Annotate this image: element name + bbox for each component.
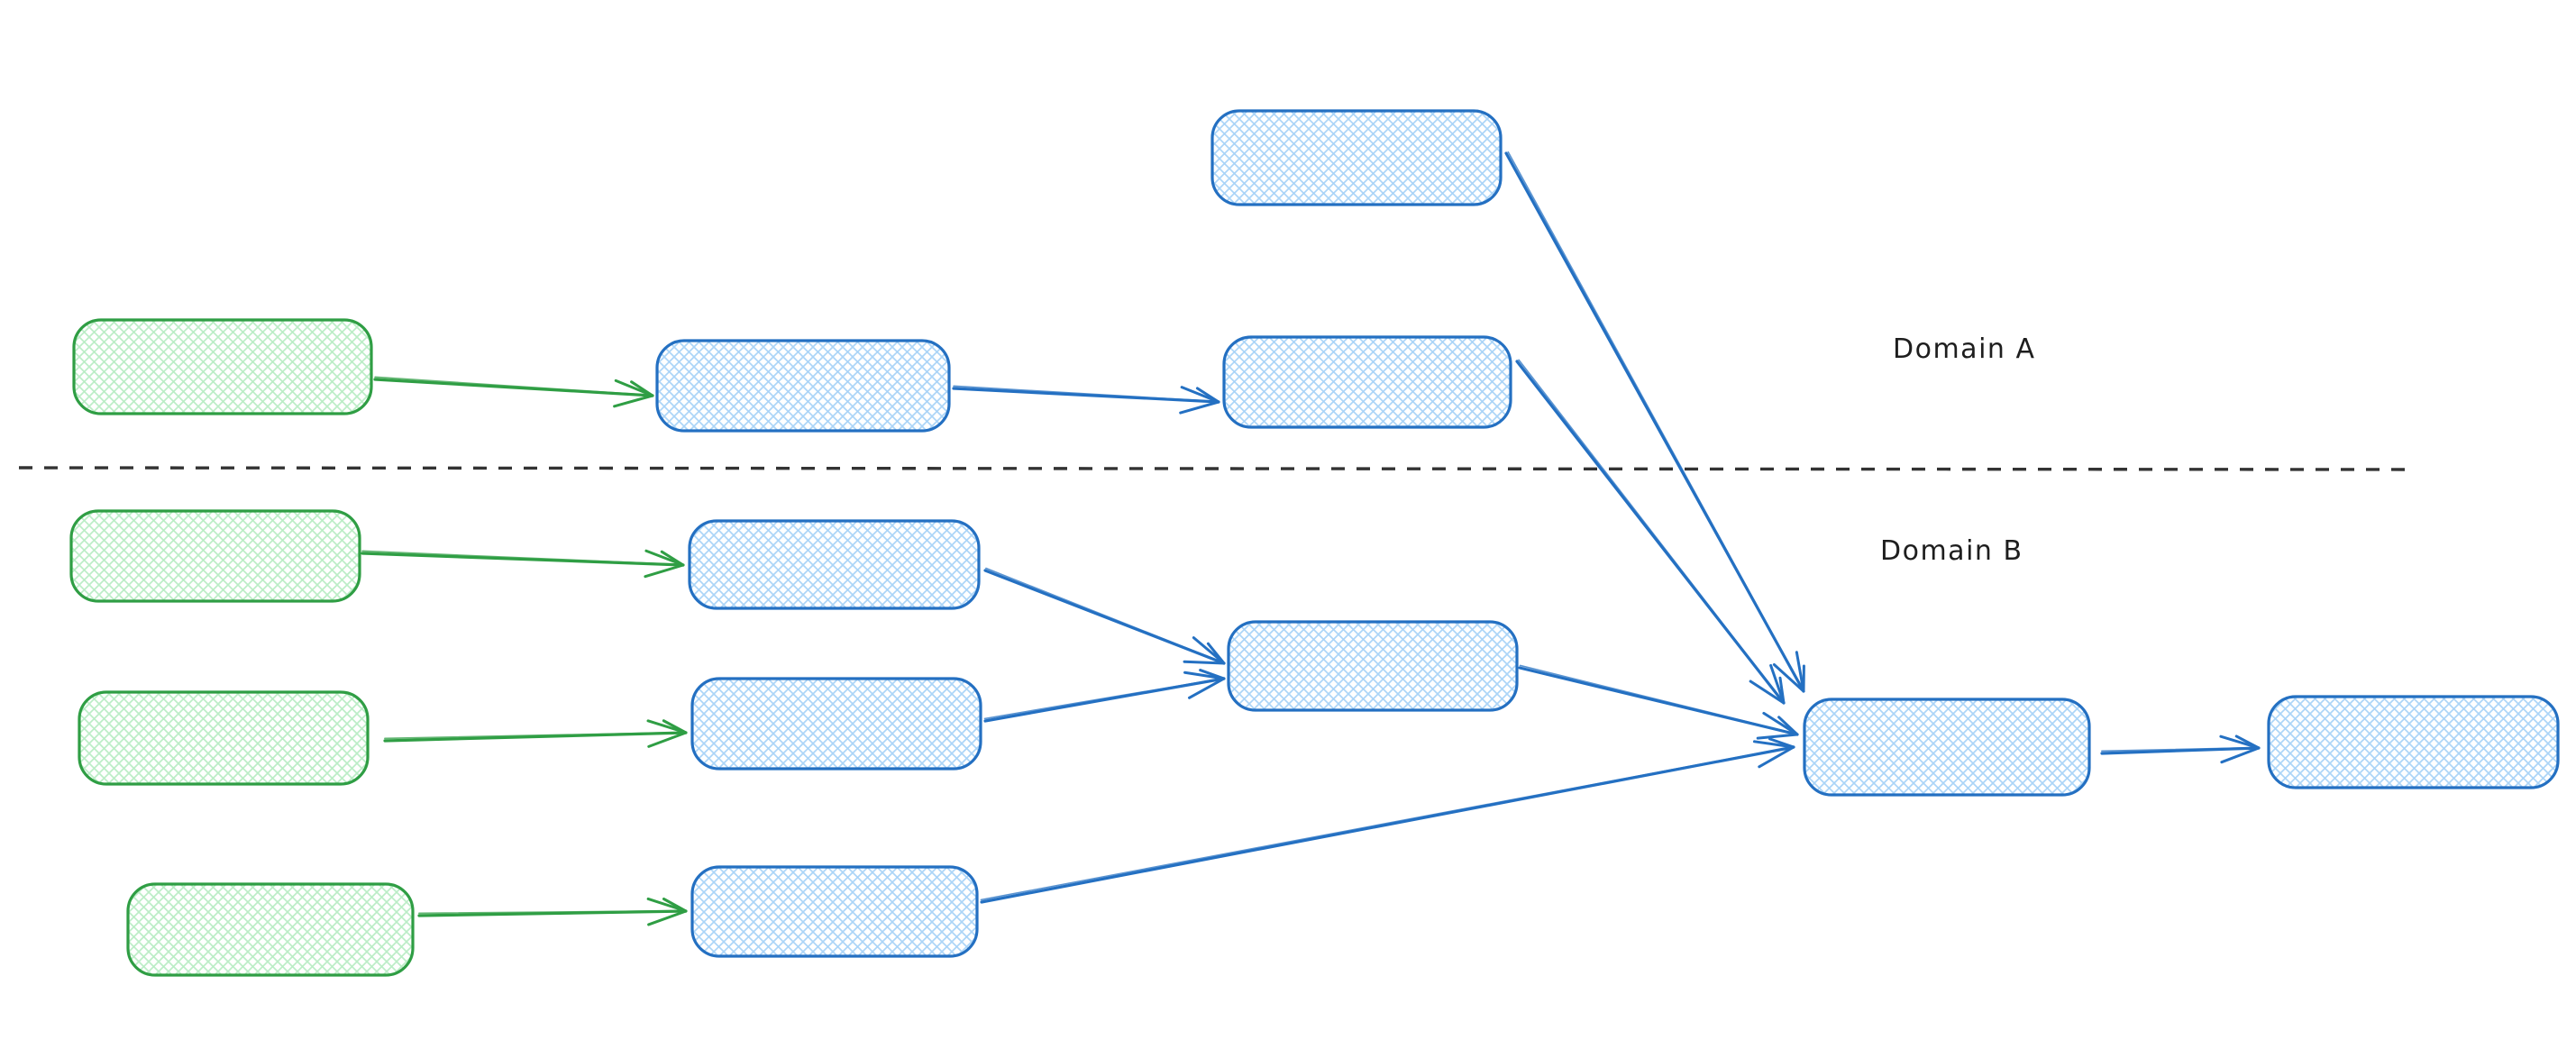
edge-blue-b3-to-convergence[interactable]	[980, 737, 1795, 904]
arrowhead	[1188, 677, 1226, 699]
domain-b-green-source-node-1[interactable]	[69, 509, 361, 603]
convergence-blue-node[interactable]	[1803, 698, 2091, 797]
edge-blue-top-to-convergence[interactable]	[1504, 151, 1805, 693]
domain-a-extra-blue-node[interactable]	[1210, 109, 1503, 206]
arrowhead	[1777, 716, 1799, 736]
arrowhead	[1749, 680, 1786, 705]
edge-blue-merge-to-convergence[interactable]	[1518, 664, 1799, 740]
arrowhead	[1778, 676, 1786, 705]
edge-blue-b2-to-merge[interactable]	[983, 669, 1226, 723]
domain-a-blue-node-2[interactable]	[1222, 335, 1512, 429]
arrowhead	[1756, 733, 1799, 740]
arrowhead	[660, 550, 685, 567]
arrowhead	[662, 898, 688, 913]
arrowhead	[1195, 387, 1220, 404]
domain-a-green-source-node[interactable]	[72, 318, 373, 415]
domain-b-label[interactable]: Domain B	[1880, 535, 2023, 567]
arrowhead	[613, 394, 654, 408]
edge-blue-convergence-to-output[interactable]	[2100, 734, 2261, 764]
domain-b-blue-node-3[interactable]	[690, 865, 979, 958]
arrowhead	[2234, 734, 2261, 750]
domain-b-blue-node-1[interactable]	[688, 519, 981, 610]
domain-a-blue-node-1[interactable]	[655, 339, 951, 433]
arrowhead	[644, 563, 685, 579]
edge-blue-b1-to-merge[interactable]	[983, 567, 1226, 665]
arrowhead	[1768, 737, 1795, 749]
domain-b-green-source-node-3[interactable]	[126, 882, 415, 977]
arrowhead	[647, 909, 688, 926]
arrowhead	[662, 719, 688, 734]
edge-green-b3-to-blue-b3[interactable]	[417, 897, 688, 926]
output-blue-node[interactable]	[2267, 695, 2560, 789]
arrowhead	[1206, 642, 1226, 665]
domain-b-green-source-node-2[interactable]	[78, 690, 370, 786]
domain-b-merge-blue-node[interactable]	[1227, 620, 1519, 712]
arrowhead	[1199, 669, 1226, 680]
arrowhead	[1758, 745, 1795, 769]
arrowhead	[1183, 660, 1226, 665]
edge-green-a-to-blue-a1[interactable]	[373, 376, 654, 408]
arrowhead	[647, 731, 688, 748]
domain-divider-dashed-line[interactable]	[18, 466, 2414, 471]
edge-blue-a1-to-a2[interactable]	[952, 385, 1220, 415]
edge-blue-a2-to-convergence[interactable]	[1515, 359, 1786, 705]
domain-b-blue-node-2[interactable]	[690, 677, 982, 771]
domain-a-label[interactable]: Domain A	[1893, 333, 2036, 365]
edge-green-b2-to-blue-b2[interactable]	[383, 719, 688, 748]
arrowhead	[2220, 746, 2261, 764]
arrowhead	[1179, 400, 1220, 415]
arrowhead	[1772, 662, 1805, 693]
arrowhead	[630, 380, 654, 397]
edge-green-b1-to-blue-b1[interactable]	[361, 549, 685, 579]
